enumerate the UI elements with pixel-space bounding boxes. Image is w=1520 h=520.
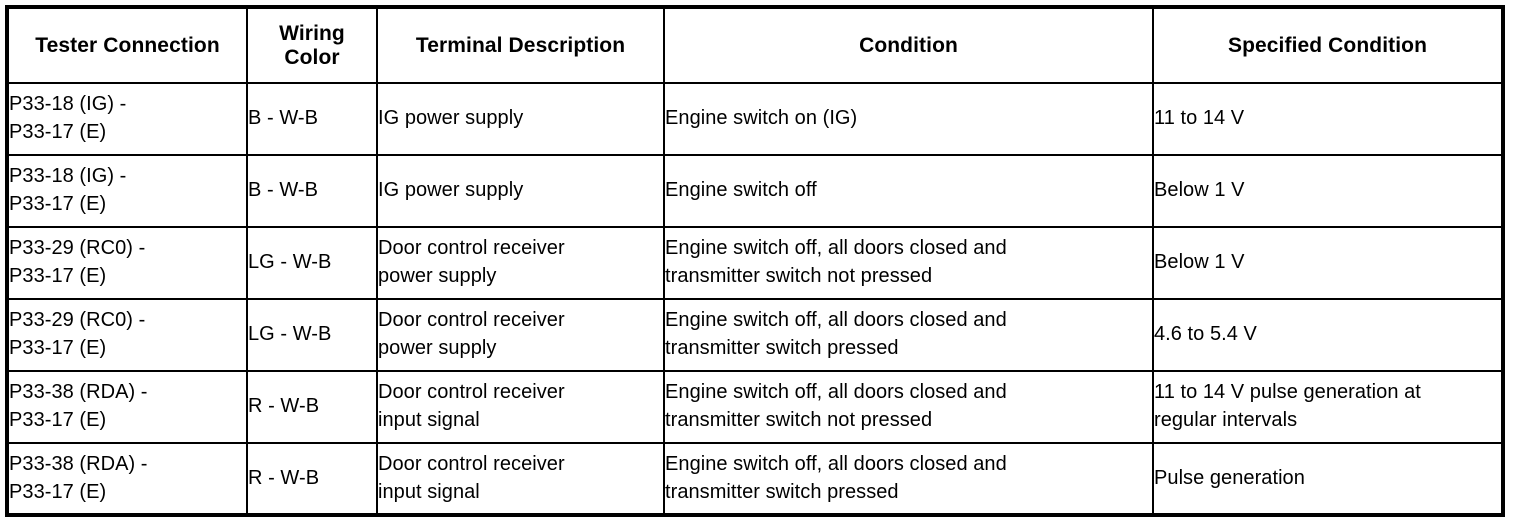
tester-connection-line-2: P33-17 (E): [9, 121, 107, 143]
table-row: P33-29 (RC0) - P33-17 (E) LG - W-B Door …: [6, 226, 1504, 300]
cell-terminal-description: Door control receiver input signal: [376, 442, 665, 516]
cell-wiring-color: LG - W-B: [246, 298, 378, 372]
cell-wiring-color: B - W-B: [246, 82, 378, 156]
tester-connection-line-1: P33-38 (RDA) -: [9, 381, 148, 404]
cell-terminal-description: Door control receiver power supply: [376, 226, 665, 300]
tester-connection-line-1: P33-29 (RC0) -: [9, 237, 146, 260]
column-header-specified-condition: Specified Condition: [1152, 6, 1504, 84]
condition-line-1: Engine switch on (IG): [665, 107, 858, 130]
cell-wiring-color: R - W-B: [246, 442, 378, 516]
terminal-description-line-1: Door control receiver: [378, 452, 565, 475]
header-row: Tester Connection Wiring Color Terminal …: [6, 6, 1504, 84]
cell-tester-connection: P33-38 (RDA) - P33-17 (E): [6, 442, 248, 516]
column-header-tester-connection: Tester Connection: [6, 6, 248, 84]
condition-line-1: Engine switch off, all doors closed and: [665, 381, 1007, 404]
terminal-description-line-2: input signal: [378, 480, 480, 503]
tester-connection-line-2: P33-17 (E): [9, 265, 107, 287]
terminal-description-line-2: power supply: [378, 265, 497, 287]
cell-tester-connection: P33-29 (RC0) - P33-17 (E): [6, 226, 248, 300]
column-header-condition: Condition: [663, 6, 1154, 84]
specification-table-container: Tester Connection Wiring Color Terminal …: [5, 5, 1505, 517]
cell-specified-condition: 11 to 14 V: [1152, 82, 1504, 156]
cell-terminal-description: Door control receiver power supply: [376, 298, 665, 372]
cell-specified-condition: Below 1 V: [1152, 154, 1504, 228]
column-header-wiring-color: Wiring Color: [246, 6, 378, 84]
table-row: P33-38 (RDA) - P33-17 (E) R - W-B Door c…: [6, 442, 1504, 516]
cell-wiring-color: LG - W-B: [246, 226, 378, 300]
cell-specified-condition: Below 1 V: [1152, 226, 1504, 300]
condition-line-2: transmitter switch pressed: [665, 337, 899, 359]
table-header: Tester Connection Wiring Color Terminal …: [6, 6, 1504, 84]
table-row: P33-18 (IG) - P33-17 (E) B - W-B IG powe…: [6, 154, 1504, 228]
condition-line-2: transmitter switch pressed: [665, 480, 899, 503]
specified-condition-line-1: 4.6 to 5.4 V: [1154, 323, 1257, 346]
tester-connection-line-1: P33-18 (IG) -: [9, 165, 127, 188]
condition-line-1: Engine switch off: [665, 179, 817, 202]
cell-condition: Engine switch off: [663, 154, 1154, 228]
terminal-description-line-1: IG power supply: [378, 179, 524, 202]
terminal-description-line-1: IG power supply: [378, 107, 524, 130]
cell-tester-connection: P33-29 (RC0) - P33-17 (E): [6, 298, 248, 372]
tester-connection-line-2: P33-17 (E): [9, 193, 107, 215]
condition-line-2: transmitter switch not pressed: [665, 409, 933, 431]
terminal-description-line-2: power supply: [378, 337, 497, 359]
cell-terminal-description: Door control receiver input signal: [376, 370, 665, 444]
cell-terminal-description: IG power supply: [376, 154, 665, 228]
specified-condition-line-1: Pulse generation: [1154, 466, 1305, 489]
table-row: P33-38 (RDA) - P33-17 (E) R - W-B Door c…: [6, 370, 1504, 444]
tester-connection-line-2: P33-17 (E): [9, 480, 107, 503]
cell-condition: Engine switch off, all doors closed and …: [663, 298, 1154, 372]
specified-condition-line-1: 11 to 14 V pulse generation at: [1154, 381, 1421, 404]
specified-condition-line-2: regular intervals: [1154, 409, 1298, 431]
column-header-terminal-description: Terminal Description: [376, 6, 665, 84]
cell-wiring-color: B - W-B: [246, 154, 378, 228]
cell-terminal-description: IG power supply: [376, 82, 665, 156]
table-body: P33-18 (IG) - P33-17 (E) B - W-B IG powe…: [6, 82, 1504, 516]
cell-specified-condition: Pulse generation: [1152, 442, 1504, 516]
tester-connection-line-2: P33-17 (E): [9, 337, 107, 359]
cell-condition: Engine switch on (IG): [663, 82, 1154, 156]
tester-connection-line-1: P33-18 (IG) -: [9, 93, 127, 116]
specified-condition-line-1: Below 1 V: [1154, 251, 1245, 274]
terminal-description-line-2: input signal: [378, 409, 480, 431]
cell-wiring-color: R - W-B: [246, 370, 378, 444]
condition-line-1: Engine switch off, all doors closed and: [665, 237, 1007, 260]
inspection-specification-table: Tester Connection Wiring Color Terminal …: [5, 5, 1505, 517]
cell-condition: Engine switch off, all doors closed and …: [663, 370, 1154, 444]
tester-connection-line-1: P33-29 (RC0) -: [9, 309, 146, 332]
column-header-wiring-color-line-2: Color: [284, 45, 340, 69]
table-row: P33-29 (RC0) - P33-17 (E) LG - W-B Door …: [6, 298, 1504, 372]
cell-tester-connection: P33-38 (RDA) - P33-17 (E): [6, 370, 248, 444]
condition-line-1: Engine switch off, all doors closed and: [665, 452, 1007, 475]
specified-condition-line-1: Below 1 V: [1154, 179, 1245, 202]
cell-condition: Engine switch off, all doors closed and …: [663, 226, 1154, 300]
specified-condition-line-1: 11 to 14 V: [1154, 107, 1245, 130]
condition-line-1: Engine switch off, all doors closed and: [665, 309, 1007, 332]
cell-tester-connection: P33-18 (IG) - P33-17 (E): [6, 82, 248, 156]
cell-tester-connection: P33-18 (IG) - P33-17 (E): [6, 154, 248, 228]
column-header-wiring-color-line-1: Wiring: [279, 21, 345, 45]
cell-specified-condition: 4.6 to 5.4 V: [1152, 298, 1504, 372]
tester-connection-line-2: P33-17 (E): [9, 409, 107, 431]
tester-connection-line-1: P33-38 (RDA) -: [9, 452, 148, 475]
terminal-description-line-1: Door control receiver: [378, 237, 565, 260]
table-row: P33-18 (IG) - P33-17 (E) B - W-B IG powe…: [6, 82, 1504, 156]
condition-line-2: transmitter switch not pressed: [665, 265, 933, 287]
cell-condition: Engine switch off, all doors closed and …: [663, 442, 1154, 516]
cell-specified-condition: 11 to 14 V pulse generation at regular i…: [1152, 370, 1504, 444]
terminal-description-line-1: Door control receiver: [378, 309, 565, 332]
terminal-description-line-1: Door control receiver: [378, 381, 565, 404]
